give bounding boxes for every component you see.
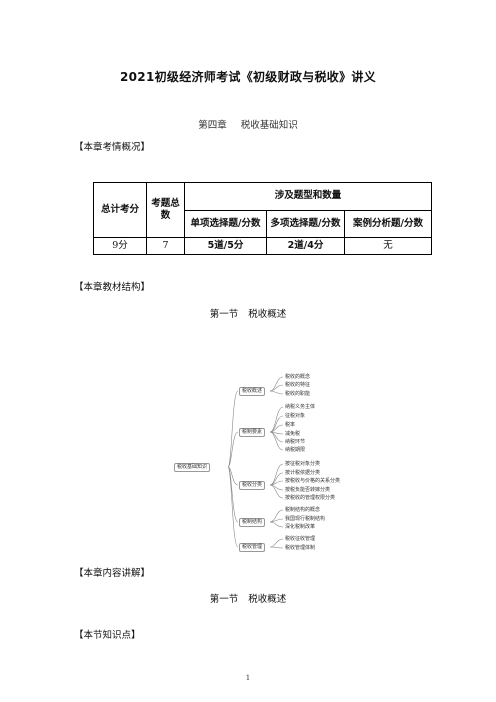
- mind-map-branch: 税收管理: [239, 543, 266, 552]
- mind-map-leaf: 按征税对象分类: [285, 461, 321, 467]
- section-label-knowledge-points: 【本节知识点】: [74, 630, 141, 641]
- section-label-content-lecture: 【本章内容讲解】: [74, 568, 151, 579]
- mind-map-leaf: 税制结构的概念: [285, 507, 321, 513]
- section-number: 第一节: [209, 309, 239, 320]
- section-number: 第一节: [209, 594, 239, 605]
- mind-map-leaf: 按税收的管理权限分类: [285, 495, 336, 501]
- section-label-textbook-structure: 【本章教材结构】: [74, 282, 151, 293]
- mind-map-leaf: 按税负能否转嫁分类: [285, 487, 331, 493]
- mind-map-leaf: 税收管理体制: [285, 545, 316, 551]
- section-name: 税收概述: [248, 309, 287, 320]
- section-label-exam-overview: 【本章考情概况】: [74, 142, 151, 153]
- page-number: 1: [245, 674, 251, 682]
- mind-map-root: 税收基础知识: [174, 463, 211, 472]
- mind-map-leaf: 减免税: [285, 431, 301, 437]
- document-title: 2021初级经济师考试《初级财政与税收》讲义: [120, 70, 376, 84]
- mind-map-leaf: 纳税期限: [285, 447, 306, 453]
- mind-map-leaf: 税收的职能: [285, 391, 311, 397]
- header-question-count: 考题总数: [146, 182, 185, 238]
- chapter-heading: 第四章 税收基础知识: [0, 117, 496, 131]
- chapter-mind-map: 税收基础知识 税收概述 税制要素 税收分类 税制结构 税收管理 税收的概念 税收…: [166, 367, 357, 560]
- section-heading-1: 第一节税收概述: [0, 306, 496, 320]
- header-case-analysis: 案例分析题/分数: [344, 209, 432, 238]
- header-total-score: 总计考分: [93, 182, 147, 238]
- table-header-row: 总计考分 考题总数 涉及题型和数量: [93, 182, 432, 238]
- mind-map-leaf: 纳税环节: [285, 439, 306, 445]
- mind-map-leaf: 税收的概念: [285, 374, 311, 380]
- section-name: 税收概述: [248, 594, 287, 605]
- mind-map-leaf: 征税对象: [285, 413, 306, 419]
- chapter-name: 税收基础知识: [240, 120, 298, 131]
- cell-case-analysis: 无: [344, 237, 432, 255]
- cell-total-score: 9分: [93, 237, 147, 255]
- mind-map-connectors: [227, 376, 284, 549]
- mind-map-leaf: 我国现行税制结构: [285, 516, 326, 522]
- chapter-number: 第四章: [198, 120, 227, 131]
- mind-map-leaf: 按计税依据分类: [285, 470, 321, 476]
- mind-map-leaf: 按税收与价格的关系分类: [285, 478, 341, 484]
- mind-map-branch: 税制结构: [239, 518, 266, 527]
- cell-question-count: 7: [146, 237, 185, 255]
- section-heading-2: 第一节税收概述: [0, 591, 496, 605]
- table-row: 9分 7 5道/5分 2道/4分 无: [93, 237, 432, 255]
- mind-map-branch: 税收分类: [239, 481, 266, 490]
- mind-map-leaf: 深化税制改革: [285, 524, 316, 530]
- cell-multi-choice: 2道/4分: [266, 237, 345, 255]
- mind-map-leaf: 税收的特征: [285, 382, 311, 388]
- header-multi-choice: 多项选择题/分数: [266, 209, 345, 238]
- exam-overview-table: 总计考分 考题总数 涉及题型和数量 单项选择题/分数 多项选择题/分数 案例分析…: [93, 182, 432, 255]
- cell-single-choice: 5道/5分: [184, 237, 267, 255]
- header-single-choice: 单项选择题/分数: [184, 209, 267, 238]
- mind-map-branch: 税收概述: [239, 387, 266, 396]
- mind-map-leaf: 纳税义务主体: [285, 404, 316, 410]
- mind-map-branch: 税制要素: [239, 428, 266, 437]
- mind-map-leaf: 税率: [285, 422, 296, 428]
- mind-map-leaf: 税收征收管理: [285, 536, 316, 542]
- header-question-types: 涉及题型和数量: [184, 182, 432, 211]
